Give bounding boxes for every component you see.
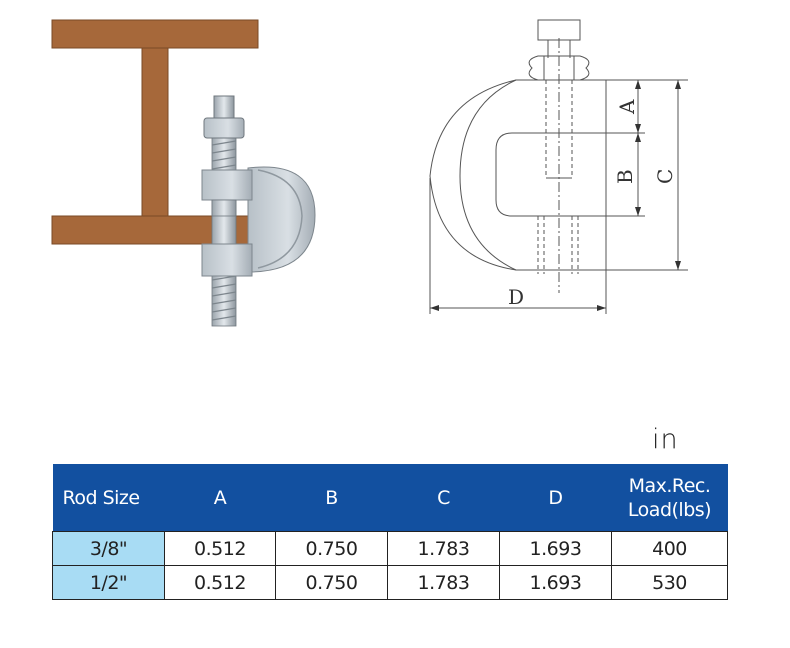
- threaded-rod: [211, 137, 237, 327]
- spec-table: Rod Size A B C D Max.Rec.Load(lbs) 3/8" …: [52, 464, 728, 600]
- cell-b: 0.750: [275, 565, 388, 600]
- table-row: 3/8" 0.512 0.750 1.783 1.693 400: [52, 531, 728, 566]
- drawing-set-screw-head: [537, 19, 581, 41]
- drawing-jaw-opening: [495, 132, 606, 217]
- header-rod-size: Rod Size: [52, 464, 165, 532]
- unit-label: in: [652, 424, 679, 455]
- header-b: B: [275, 464, 388, 532]
- cell-a: 0.512: [164, 531, 276, 566]
- header-max-load-line1: Max.Rec.: [628, 474, 711, 497]
- header-c: C: [387, 464, 500, 532]
- dimension-drawing: A B C D: [429, 19, 688, 314]
- cell-a: 0.512: [164, 565, 276, 600]
- header-a: A: [164, 464, 276, 532]
- dim-label-a: A: [615, 99, 639, 115]
- drawing-clamp-outline: [429, 79, 607, 271]
- cell-max-load: 400: [611, 531, 728, 566]
- dim-label-c: C: [653, 169, 677, 184]
- header-max-load: Max.Rec.Load(lbs): [611, 464, 728, 532]
- header-d: D: [499, 464, 612, 532]
- cell-c: 1.783: [387, 531, 500, 566]
- cell-rod-size: 3/8": [52, 531, 165, 566]
- dim-label-d: D: [508, 285, 524, 309]
- header-max-load-line2: Load(lbs): [627, 498, 712, 521]
- cell-c: 1.783: [387, 565, 500, 600]
- cell-rod-size: 1/2": [52, 565, 165, 600]
- table-row: 1/2" 0.512 0.750 1.783 1.693 530: [52, 565, 728, 600]
- set-screw-head: [213, 95, 235, 119]
- cell-max-load: 530: [611, 565, 728, 600]
- drawing-jam-nut: [528, 55, 590, 81]
- cell-b: 0.750: [275, 531, 388, 566]
- cell-d: 1.693: [499, 531, 612, 566]
- cell-d: 1.693: [499, 565, 612, 600]
- jam-nut: [203, 117, 245, 139]
- dim-label-b: B: [613, 169, 637, 184]
- clamp-body: [201, 166, 316, 277]
- beam-clamp-illustration: [51, 19, 316, 327]
- table-header-row: Rod Size A B C D Max.Rec.Load(lbs): [52, 464, 728, 532]
